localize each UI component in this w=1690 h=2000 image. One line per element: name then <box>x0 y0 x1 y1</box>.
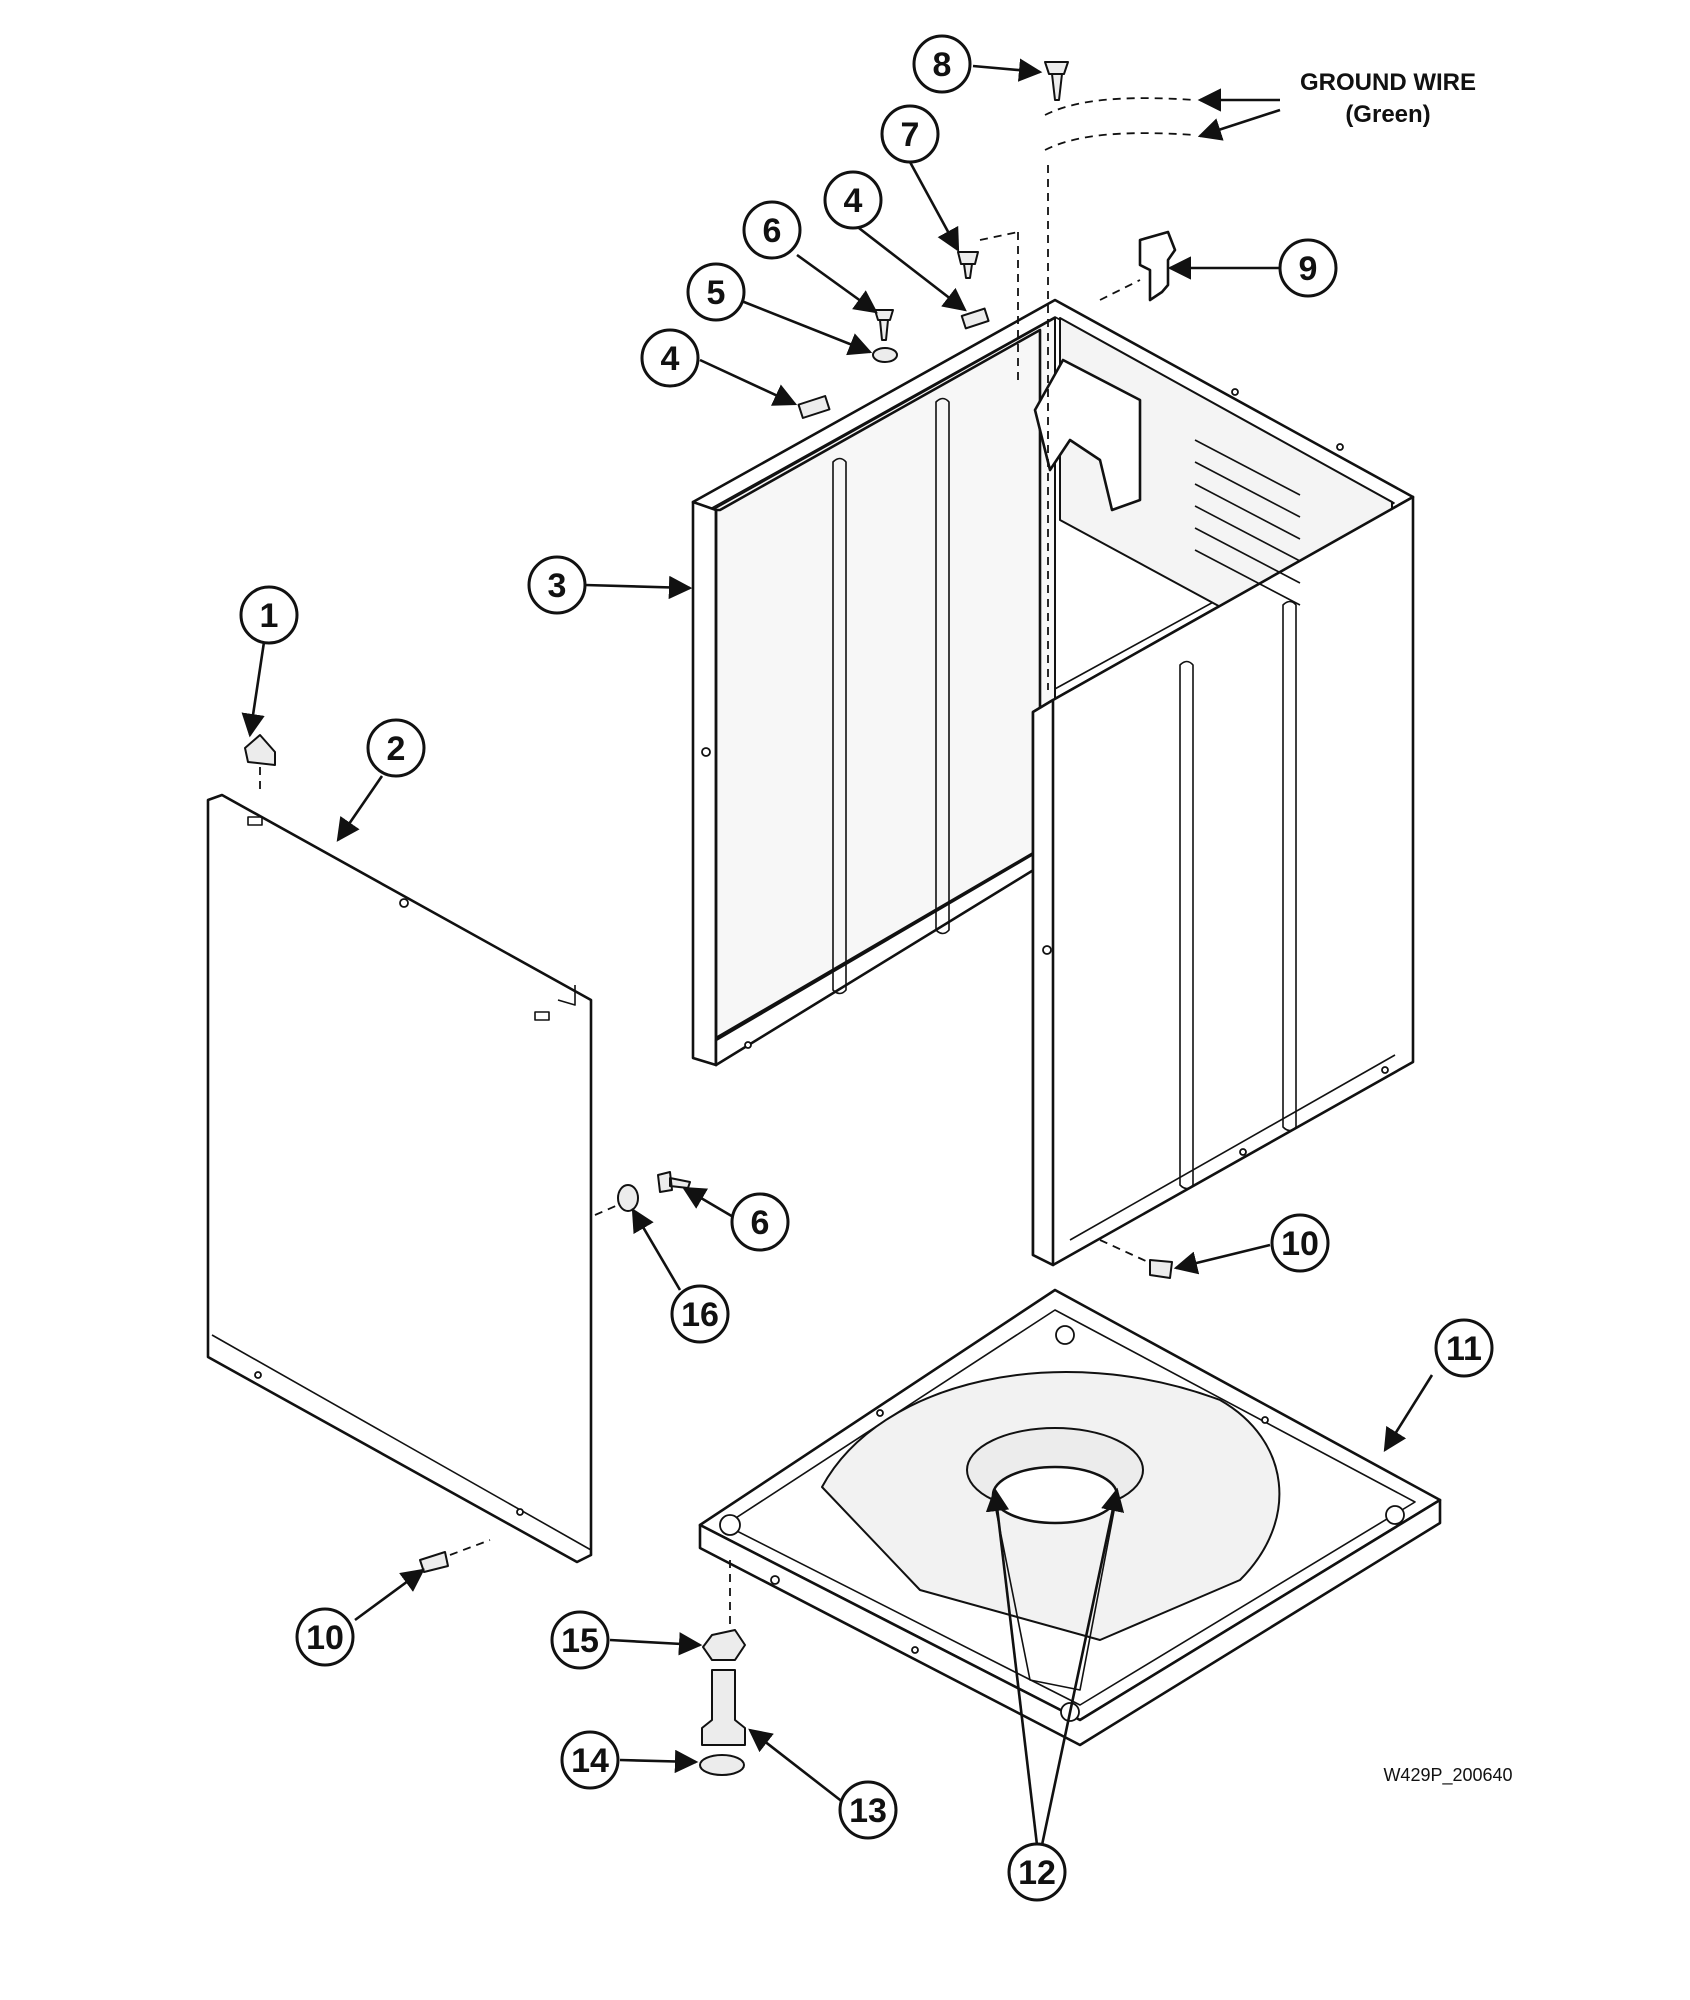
front-panel <box>206 793 593 1564</box>
leg-part-13 <box>701 1669 746 1746</box>
base <box>698 1288 1442 1747</box>
callout-10-left: 10 <box>295 1607 355 1667</box>
callout-4-right: 4 <box>823 170 883 230</box>
callout-number: 14 <box>571 1742 609 1780</box>
grommet-part-5 <box>872 347 898 363</box>
callout-number: 6 <box>763 212 782 250</box>
callout-number: 11 <box>1446 1330 1482 1368</box>
pad-part-4-right <box>960 307 990 330</box>
screw-part-10-left <box>419 1551 449 1573</box>
callout-number: 5 <box>707 274 726 312</box>
callout-number: 10 <box>306 1619 344 1657</box>
callout-number: 4 <box>661 340 680 378</box>
nut-part-15 <box>702 1629 746 1661</box>
foot-pad-part-14 <box>699 1754 745 1776</box>
spacer-part-16 <box>617 1184 639 1212</box>
callout-number: 6 <box>751 1204 770 1242</box>
callout-number: 4 <box>844 182 863 220</box>
callout-10-right: 10 <box>1270 1213 1330 1273</box>
pad-part-4-left <box>797 395 831 419</box>
callout-14: 14 <box>560 1730 620 1790</box>
callout-8: 8 <box>912 34 972 94</box>
callout-3: 3 <box>527 555 587 615</box>
callout-number: 2 <box>387 730 406 768</box>
leader-lines <box>241 58 1434 1846</box>
screw-part-10-right <box>1149 1259 1173 1279</box>
callout-2: 2 <box>366 718 426 778</box>
callout-5: 5 <box>686 262 746 322</box>
callout-9: 9 <box>1278 238 1338 298</box>
callout-12: 12 <box>1007 1842 1067 1902</box>
callout-11: 11 <box>1434 1318 1494 1378</box>
drawing-number: W429P_200640 <box>1383 1765 1512 1786</box>
callout-7: 7 <box>880 104 940 164</box>
callout-number: 1 <box>260 597 279 635</box>
callout-4-left: 4 <box>640 328 700 388</box>
callout-6-top: 6 <box>742 200 802 260</box>
callout-number: 3 <box>548 567 567 605</box>
callout-number: 12 <box>1018 1854 1056 1892</box>
callout-number: 10 <box>1281 1225 1319 1263</box>
screw-part-7 <box>957 251 979 279</box>
callout-number: 15 <box>561 1622 599 1660</box>
callout-1: 1 <box>239 585 299 645</box>
screw-part-8 <box>1044 61 1069 101</box>
callout-13: 13 <box>838 1780 898 1840</box>
callout-number: 9 <box>1299 250 1318 288</box>
cabinet <box>691 298 1415 1267</box>
callout-15: 15 <box>550 1610 610 1670</box>
callout-number: 8 <box>933 46 952 84</box>
callout-number: 13 <box>849 1792 887 1830</box>
clip-part-1 <box>244 734 276 766</box>
ground-wire-label: GROUND WIRE <box>1300 69 1476 96</box>
callout-number: 7 <box>901 116 920 154</box>
callout-16: 16 <box>670 1284 730 1344</box>
ground-wire-sublabel: (Green) <box>1345 101 1430 128</box>
callout-6-side: 6 <box>730 1192 790 1252</box>
callout-number: 16 <box>681 1296 719 1334</box>
bracket-part-9 <box>1138 230 1177 302</box>
screw-part-6-top <box>874 309 894 341</box>
